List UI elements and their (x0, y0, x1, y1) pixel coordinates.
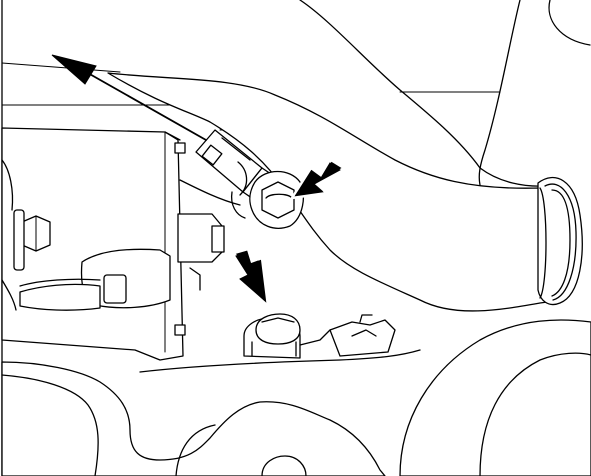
hose-flange (538, 178, 582, 305)
sensor-body (250, 172, 304, 229)
mounting-bolt (2, 160, 50, 310)
oil-pressure-sender (244, 314, 395, 358)
harness-connector (20, 180, 240, 310)
disconnect-direction-arrow (52, 55, 206, 140)
intake-hose (108, 0, 590, 311)
sensor-location-arrow (234, 249, 268, 306)
lower-manifold (2, 320, 591, 476)
connector-lock-arrow (292, 160, 344, 198)
